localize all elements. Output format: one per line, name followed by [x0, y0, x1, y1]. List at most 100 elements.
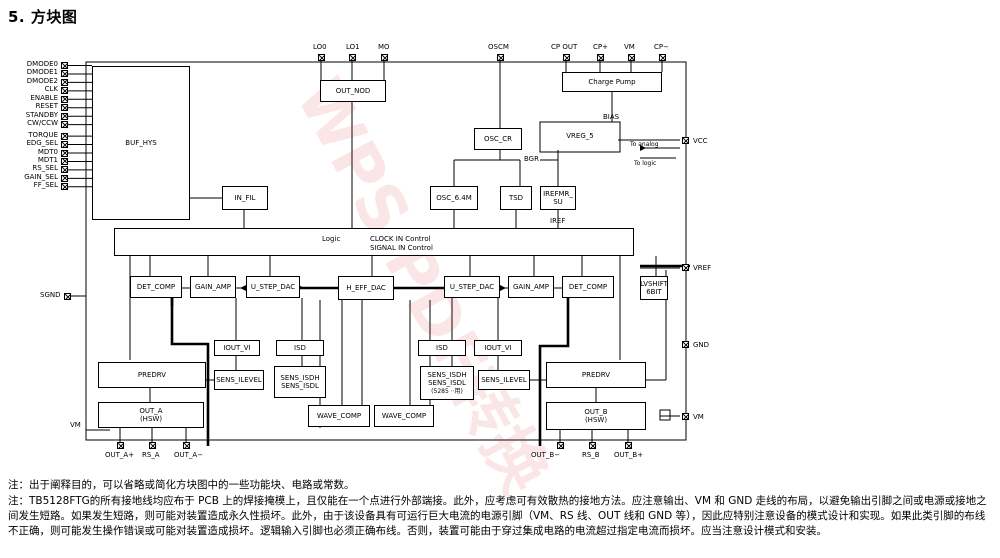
- block-label: ISD: [294, 343, 306, 352]
- block-logic: [114, 228, 634, 256]
- block-label-line1: SENS_ISDH: [280, 373, 320, 382]
- pin-left: [61, 87, 68, 95]
- block-sens-level-b: SENS_ILEVEL: [478, 370, 530, 390]
- block-label: PREDRV: [137, 370, 167, 379]
- block-det-comp-a: DET_COMP: [130, 276, 182, 298]
- label-bgr: BGR: [524, 155, 539, 163]
- pin-left: [61, 174, 68, 182]
- pin-label-left: FF_SEL: [33, 181, 58, 190]
- pin-left: [61, 149, 68, 157]
- pin-label-vcc: VCC: [693, 137, 708, 145]
- block-label: GAIN_AMP: [512, 282, 550, 291]
- block-ireffmr: IREFMR_SU: [540, 186, 576, 210]
- block-predrv-b: PREDRV: [546, 362, 646, 388]
- pin-label-sgnd: SGND: [40, 291, 61, 299]
- pin-left: [61, 121, 68, 129]
- block-label-line1: OUT_B: [584, 407, 608, 416]
- pin-label-vm-left: VM: [70, 421, 81, 429]
- pin-label-lo1: LO1: [346, 43, 360, 51]
- label-iref: IREF: [550, 217, 566, 225]
- block-label: IOUT_VI: [484, 343, 512, 352]
- pin-cpplus: [597, 54, 604, 61]
- block-label-line2: SENS_ISDL: [428, 379, 466, 388]
- pin-label-outb-minus: OUT_B−: [531, 451, 561, 459]
- block-osc-64m: OSC_6.4M: [430, 186, 478, 210]
- pin-vm-right: [682, 413, 689, 420]
- pin-lo0: [318, 54, 325, 61]
- pin-label-left: CW/CCW: [27, 119, 58, 128]
- block-label: DET_COMP: [568, 282, 608, 291]
- block-wave-comp-b: WAVE_COMP: [374, 405, 434, 427]
- block-label: VREG_5: [566, 131, 594, 140]
- pin-outa-minus: [183, 442, 190, 449]
- pin-label-left: ENABLE: [30, 93, 58, 102]
- block-label: GAIN_AMP: [194, 282, 232, 291]
- block-iout-vi-b: IOUT_VI: [474, 340, 522, 356]
- pin-label-rs-b: RS_B: [582, 451, 600, 459]
- pin-label-left: MDT1: [37, 155, 58, 164]
- pin-gnd: [682, 341, 689, 348]
- block-label: IOUT_VI: [223, 343, 251, 352]
- pin-vm-top: [628, 54, 635, 61]
- block-label: IN_FIL: [234, 193, 256, 202]
- block-label: ISD: [436, 343, 448, 352]
- pin-label-left: RESET: [35, 102, 58, 111]
- pin-label-vref: VREF: [693, 264, 712, 272]
- block-label: PREDRV: [581, 370, 611, 379]
- pin-label-left: RS_SEL: [32, 164, 58, 173]
- block-osc-cr: OSC_CR: [474, 128, 522, 150]
- pin-left: [61, 166, 68, 174]
- block-out-nod: OUT_NOD: [320, 80, 386, 102]
- pin-label-cpplus: CP+: [593, 43, 608, 51]
- pin-mo: [381, 54, 388, 61]
- block-label: WAVE_COMP: [381, 411, 427, 420]
- pin-vcc: [682, 137, 689, 144]
- pin-label-lo0: LO0: [313, 43, 327, 51]
- block-label: Charge Pump: [588, 77, 636, 86]
- block-label-line2: (HSW): [139, 415, 163, 423]
- label-logic: Logic: [322, 235, 341, 243]
- label-to-logic: To logic: [634, 160, 657, 167]
- pin-label-mo: MO: [378, 43, 390, 51]
- block-label: SENS_ILEVEL: [481, 375, 527, 384]
- block-label: TSD: [508, 193, 524, 202]
- block-wave-comp-a: WAVE_COMP: [308, 405, 370, 427]
- pin-cpout: [563, 54, 570, 61]
- block-label: BUF_HYS: [125, 138, 157, 147]
- pin-label-left: EDG_SEL: [26, 139, 58, 148]
- block-sens-level-a: SENS_ILEVEL: [214, 370, 264, 390]
- block-label-line1: IREFMR_: [543, 189, 573, 198]
- block-label: H_EFF_DAC: [346, 283, 386, 292]
- block-u-step-dac-b: U_STEP_DAC: [444, 276, 500, 298]
- block-isd-b: ISD: [418, 340, 466, 356]
- label-bias: BIAS: [603, 113, 620, 121]
- block-label: WAVE_COMP: [316, 411, 362, 420]
- block-buf-hys: BUF_HYS: [92, 66, 190, 220]
- block-diagram-wiring: [68, 58, 690, 446]
- pin-outb-plus: [625, 442, 632, 449]
- note-2: 注：TB5128FTG的所有接地线均应布于 PCB 上的焊接掩模上，且仅能在一个…: [8, 495, 987, 537]
- pin-label-outb-plus: OUT_B+: [614, 451, 644, 459]
- block-label: U_STEP_DAC: [250, 282, 296, 291]
- block-label-line1: LVSHIFT: [640, 279, 668, 288]
- block-label: U_STEP_DAC: [449, 282, 495, 291]
- block-label-line2: SENS_ISDL: [281, 382, 319, 390]
- pin-left: [61, 112, 68, 120]
- note-1: 注：出于阐释目的，可以省略或简化方块图中的一些功能块、电路或常数。: [8, 479, 355, 491]
- pin-label-vm-top: VM: [624, 43, 635, 51]
- pin-left: [61, 70, 68, 78]
- pin-label-left: MDT0: [37, 147, 58, 156]
- label-signal-control: SIGNAL IN Control: [370, 244, 433, 252]
- block-in-fil: IN_FIL: [222, 186, 268, 210]
- block-iout-vi-a: IOUT_VI: [214, 340, 260, 356]
- block-label-line3: (5285 ⋅⋅用): [431, 387, 463, 395]
- pin-label-outa-plus: OUT_A+: [105, 451, 135, 459]
- pin-label-outa-minus: OUT_A−: [174, 451, 204, 459]
- block-label-line1: SENS_ISDH: [427, 371, 467, 380]
- pin-rs-b: [589, 442, 596, 449]
- pin-label-left: CLK: [44, 85, 58, 94]
- pin-label-left: DMODE1: [26, 68, 58, 77]
- pin-outa-plus: [117, 442, 124, 449]
